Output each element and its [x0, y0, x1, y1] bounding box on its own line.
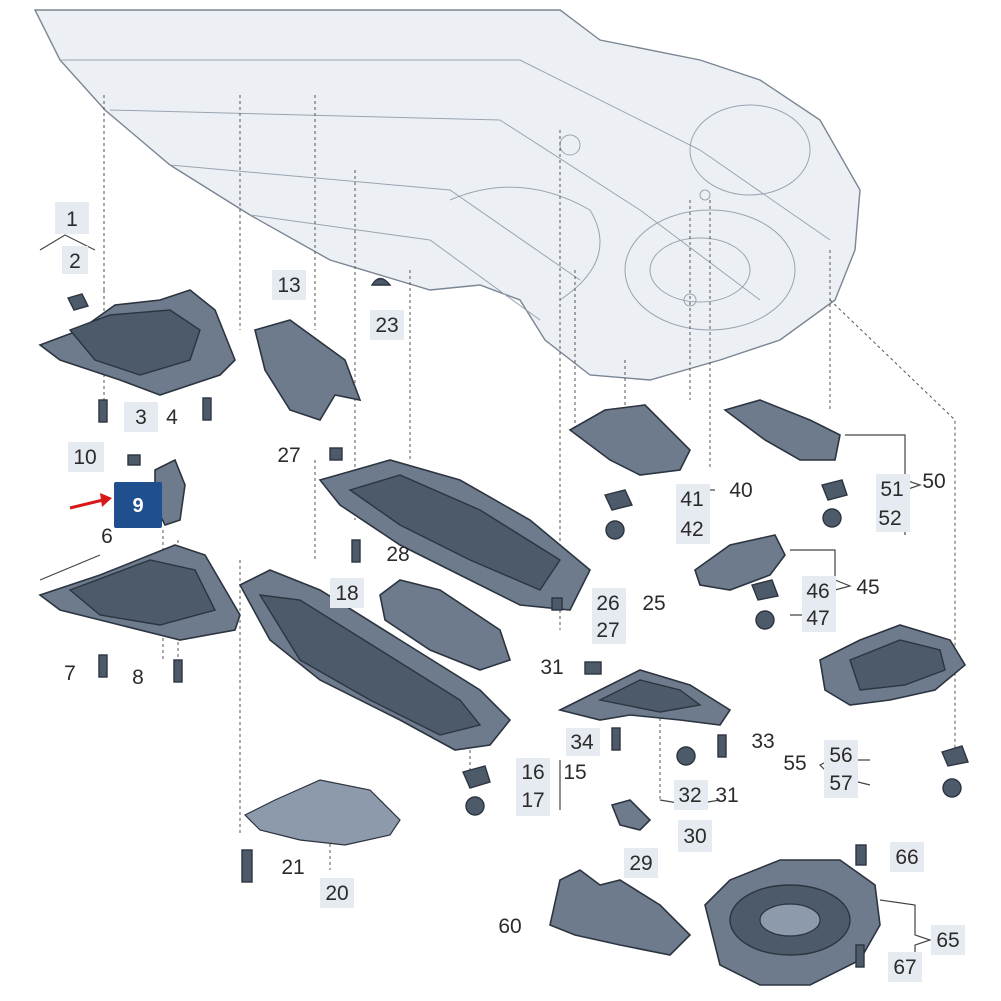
callout-1: 1 [66, 208, 78, 231]
callout-4: 4 [166, 406, 178, 429]
callout-47: 47 [806, 607, 829, 630]
callout-46: 46 [806, 580, 829, 603]
callout-27a: 27 [277, 444, 300, 467]
callout-31b: 31 [715, 784, 738, 807]
callout-17: 17 [521, 789, 544, 812]
callout-labels: 1 2 3 4 6 7 8 10 13 16 15 17 18 20 21 23… [55, 202, 965, 982]
highlight-arrow [69, 493, 112, 510]
callout-33: 33 [751, 730, 774, 753]
callout-26: 26 [596, 592, 619, 615]
callout-57: 57 [829, 772, 852, 795]
callout-66: 66 [895, 846, 918, 869]
callout-21: 21 [281, 856, 304, 879]
callout-20: 20 [325, 882, 348, 905]
callout-25: 25 [642, 592, 665, 615]
callout-15: 15 [563, 761, 586, 784]
callout-16: 16 [521, 761, 544, 784]
callout-6: 6 [101, 525, 113, 548]
callout-7: 7 [64, 662, 76, 685]
svg-text:9: 9 [132, 495, 143, 517]
callout-42: 42 [680, 518, 703, 541]
fasteners [66, 277, 969, 968]
callout-30: 30 [683, 825, 706, 848]
callout-55: 55 [783, 752, 806, 775]
callout-56: 56 [829, 744, 852, 767]
callout-65: 65 [936, 929, 959, 952]
callout-2: 2 [69, 250, 81, 273]
callout-29: 29 [629, 852, 652, 875]
callout-67: 67 [893, 956, 916, 979]
callout-3: 3 [135, 406, 147, 429]
callout-34: 34 [570, 731, 594, 754]
callout-27b: 27 [596, 619, 619, 642]
callout-23: 23 [375, 314, 398, 337]
callout-52: 52 [878, 507, 901, 530]
callout-41: 41 [680, 488, 703, 511]
callout-60: 60 [498, 915, 521, 938]
callout-18: 18 [335, 582, 358, 605]
vehicle-underbody [33, 9, 861, 381]
callout-32: 32 [678, 784, 701, 807]
callout-50: 50 [922, 470, 945, 493]
callout-51: 51 [880, 478, 903, 501]
highlighted-part-label[interactable]: 9 [114, 482, 162, 528]
underbody-panels [38, 289, 967, 986]
callout-40: 40 [729, 479, 752, 502]
callout-8: 8 [132, 666, 144, 689]
callout-28: 28 [386, 543, 409, 566]
callout-31a: 31 [540, 656, 563, 679]
callout-13: 13 [277, 274, 300, 297]
callout-10: 10 [73, 446, 96, 469]
callout-45: 45 [856, 576, 879, 599]
